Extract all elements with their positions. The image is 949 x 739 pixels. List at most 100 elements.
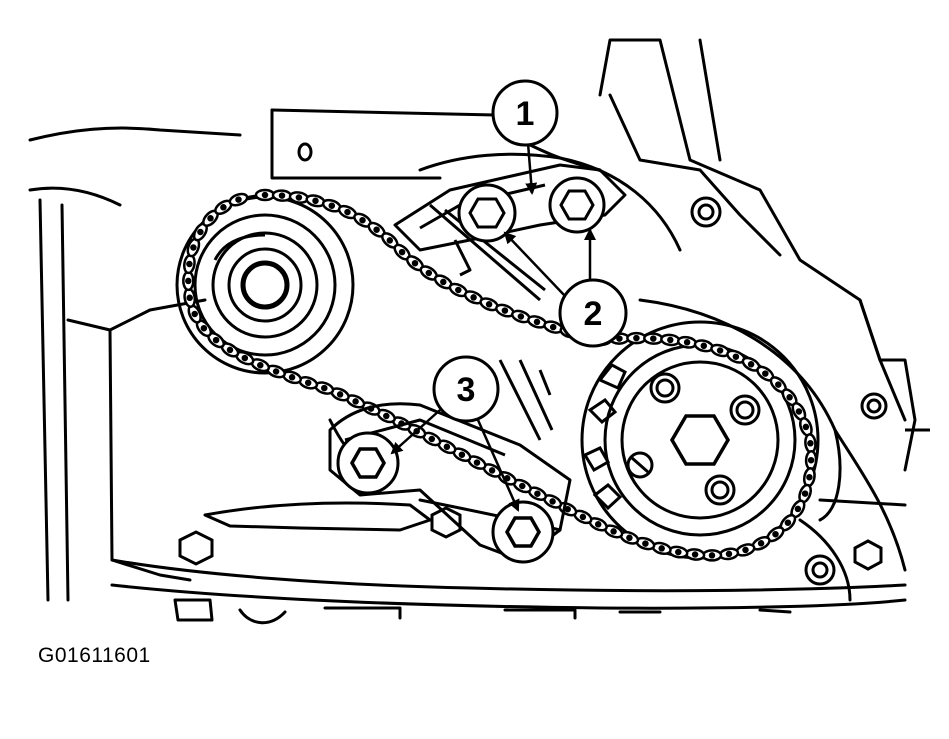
chain-pin — [186, 260, 193, 268]
chain-pin — [455, 286, 462, 294]
chain-pin — [633, 334, 640, 342]
chain-pin — [691, 551, 699, 558]
chain-pin — [235, 196, 242, 203]
chain-pin — [725, 550, 733, 558]
chain-pin — [443, 443, 451, 451]
chain-pin — [801, 490, 809, 497]
chain-pin — [383, 412, 390, 420]
chain-pin — [373, 226, 380, 233]
guide-bolts — [336, 431, 555, 564]
callout-3: 3 — [432, 355, 500, 423]
chain-pin — [200, 324, 208, 332]
chain-pin — [304, 379, 312, 387]
chain-pin — [336, 391, 344, 398]
chain-pin — [549, 323, 557, 331]
chain-pin — [226, 346, 234, 354]
chain-pin — [328, 202, 336, 209]
chain-pin — [261, 191, 269, 199]
chain-guide-rail — [328, 359, 572, 562]
chain-pin — [501, 307, 509, 314]
chain-pin — [579, 513, 587, 521]
callout-1-label: 1 — [516, 95, 535, 133]
chain-pin — [795, 408, 803, 415]
callout-2-label: 2 — [584, 295, 603, 333]
housing-bolts — [178, 196, 930, 586]
chain-pin — [197, 228, 204, 236]
chain-pin — [473, 459, 481, 466]
tensioner-bolts — [457, 176, 606, 243]
chain-pin — [519, 482, 526, 490]
chain-pin — [278, 192, 286, 199]
callout-3-label: 3 — [457, 371, 476, 409]
chain-pin — [667, 336, 674, 344]
chain-pin — [359, 216, 366, 224]
crankshaft-sprocket — [580, 320, 820, 560]
chain-pin — [321, 384, 328, 392]
chain-pin — [272, 368, 280, 375]
chain-pin — [517, 313, 525, 320]
chain-pin — [784, 519, 792, 526]
chain-pin — [806, 473, 813, 481]
chain-pin — [775, 381, 782, 388]
chain-pin — [807, 456, 815, 464]
chain-pin — [675, 548, 682, 556]
chain-pin — [207, 215, 214, 222]
chain-pin — [344, 208, 351, 216]
chain-pin — [594, 521, 602, 528]
chain-pin — [762, 370, 769, 377]
chain-pin — [440, 278, 447, 286]
chain-pin — [807, 440, 814, 447]
chain-pin — [533, 318, 541, 326]
chain-pin — [708, 552, 716, 559]
chain-pin — [190, 244, 197, 251]
chain-pin — [257, 361, 264, 369]
chain-pin — [398, 248, 406, 256]
chain-pin — [220, 204, 227, 211]
chain-pin — [642, 540, 649, 547]
chain-pin — [470, 294, 477, 301]
engine-block-outline — [28, 38, 917, 625]
chain-pin — [488, 467, 496, 474]
chain-pin — [386, 237, 394, 244]
chain-pin — [295, 194, 303, 201]
callout-1: 1 — [491, 79, 559, 147]
chain-pin — [716, 347, 724, 354]
chain-pin — [650, 335, 657, 342]
chain-pin — [610, 528, 617, 535]
timing-chain — [182, 188, 818, 562]
chain-pin — [616, 335, 623, 342]
callout-2: 2 — [558, 278, 628, 348]
chain-pin — [683, 339, 691, 346]
chain-pin — [786, 394, 793, 401]
chain-pin — [794, 505, 802, 513]
chain-pin — [564, 505, 571, 513]
chain-pin — [626, 534, 633, 542]
chain-pin — [288, 374, 296, 381]
chain-pin — [241, 354, 249, 362]
chain-pin — [802, 423, 810, 431]
chain-pin — [352, 398, 359, 405]
chain-pin — [312, 197, 319, 205]
chain-pin — [185, 277, 192, 285]
chain-pin — [549, 498, 556, 505]
chain-pin — [191, 310, 198, 318]
chain-pin — [428, 435, 436, 443]
chain-pin — [534, 490, 541, 497]
chain-pin — [742, 546, 749, 554]
chain-pin — [700, 342, 708, 350]
chain-pin — [747, 361, 755, 368]
callout-arrows — [390, 142, 596, 512]
chain-pin — [658, 545, 665, 552]
chain-pin — [772, 530, 779, 538]
chain-pin — [425, 269, 433, 277]
figure-id: G01611601 — [38, 644, 151, 667]
chain-pin — [757, 540, 765, 547]
chain-pin — [411, 259, 419, 267]
chain-pin — [485, 301, 493, 308]
chain-pin — [458, 451, 466, 458]
chain-pin — [212, 336, 220, 344]
chain-pin — [732, 353, 740, 360]
chain-pin — [186, 294, 193, 302]
